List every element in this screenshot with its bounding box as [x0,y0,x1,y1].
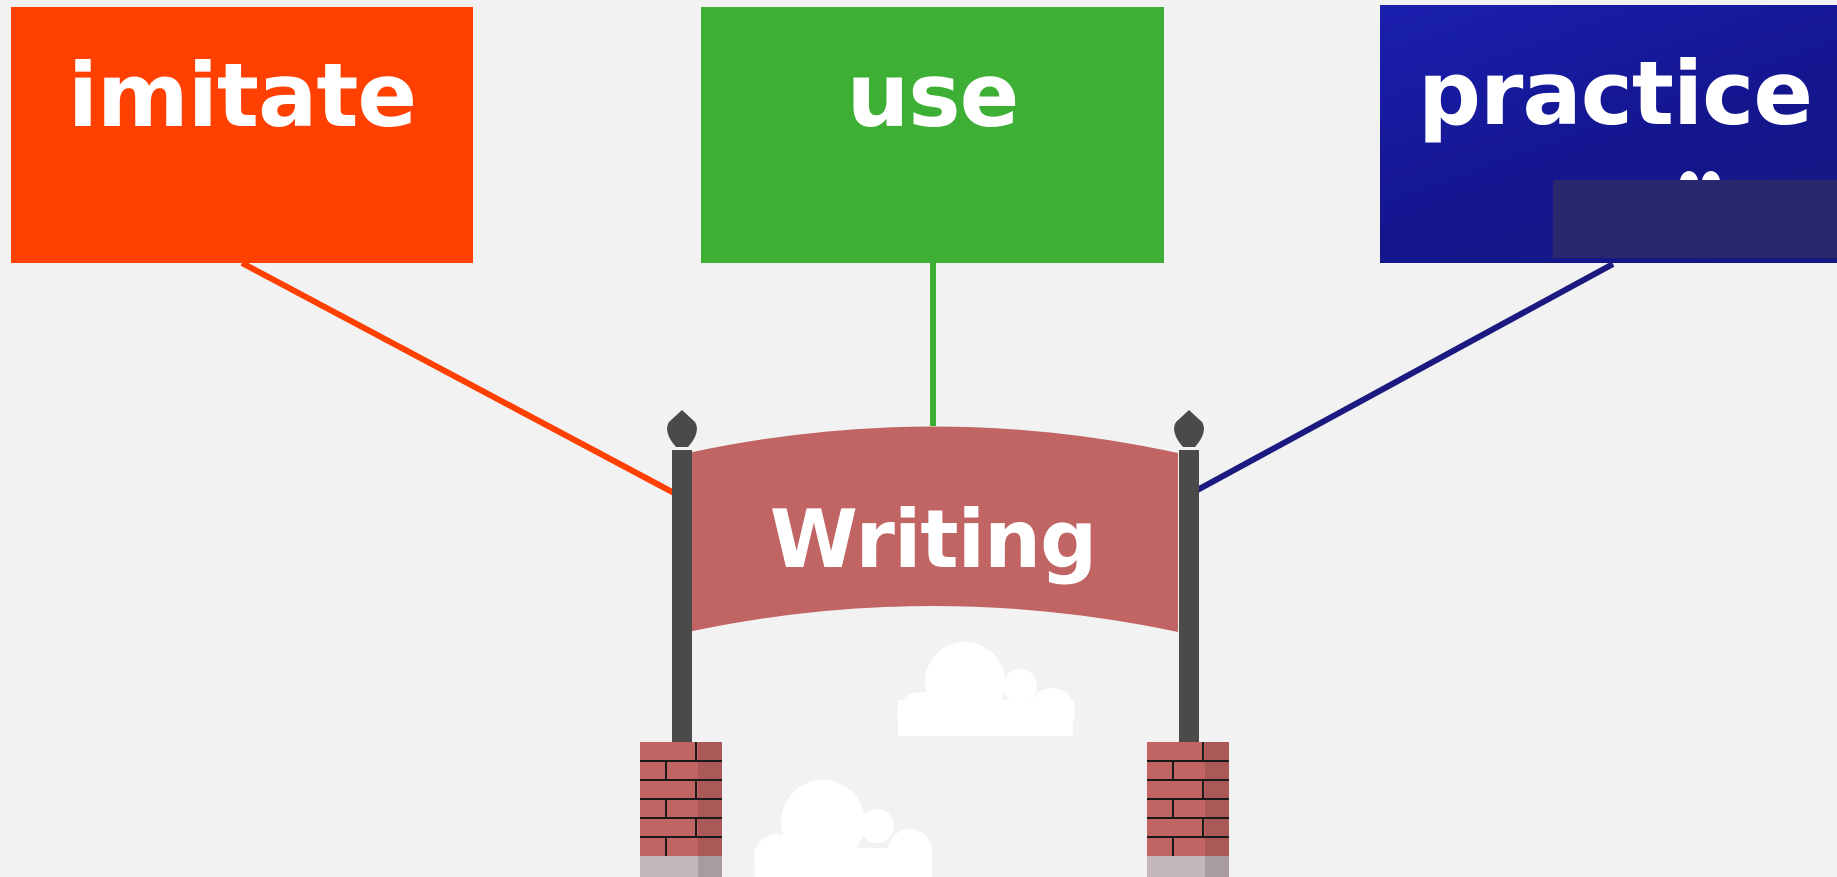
arch-title: Writing [769,493,1098,586]
imitate-box: imitate [11,7,473,263]
imitate-label: imitate [67,44,417,147]
left-post [667,410,697,745]
left-brick-pillar [640,742,722,877]
practice-label: practice [1417,42,1813,145]
arch-banner [688,426,1178,632]
cloud-upper [897,642,1075,738]
use-label: use [846,44,1020,147]
connector-imitate [240,260,678,497]
practice-overlay-panel [1553,180,1837,258]
cloud-lower [754,780,932,877]
use-box: use [701,7,1164,263]
right-brick-pillar [1147,742,1229,877]
connector-practice [1188,261,1615,497]
right-post [1174,410,1204,745]
